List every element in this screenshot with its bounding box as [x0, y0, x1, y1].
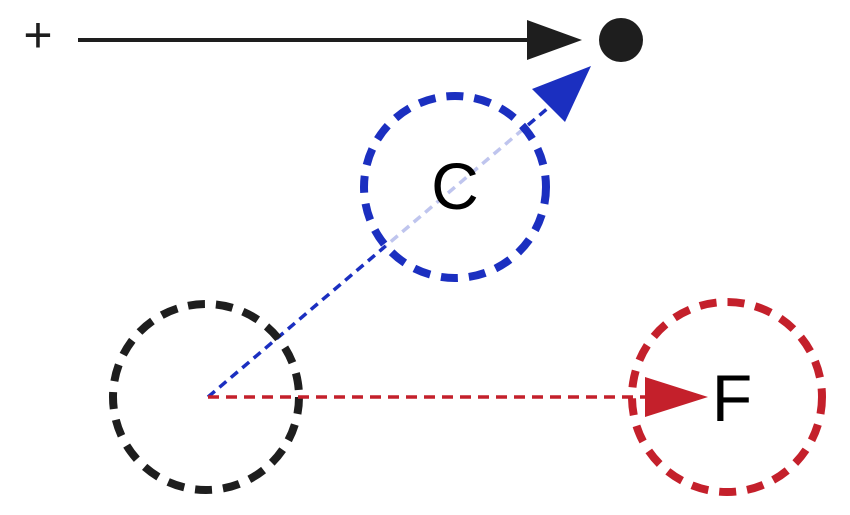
f-dashed-circle	[628, 298, 826, 496]
target-dot	[599, 18, 643, 62]
top-arrow-head	[527, 20, 582, 60]
f-label: F	[712, 361, 752, 435]
blue-arrow-head	[532, 66, 591, 122]
c-dashed-circle	[360, 92, 550, 282]
plus-sign-label: +	[23, 7, 52, 63]
c-label: C	[431, 149, 479, 223]
red-arrow-head	[645, 377, 708, 417]
blue-vector-faded-segment	[378, 108, 546, 254]
